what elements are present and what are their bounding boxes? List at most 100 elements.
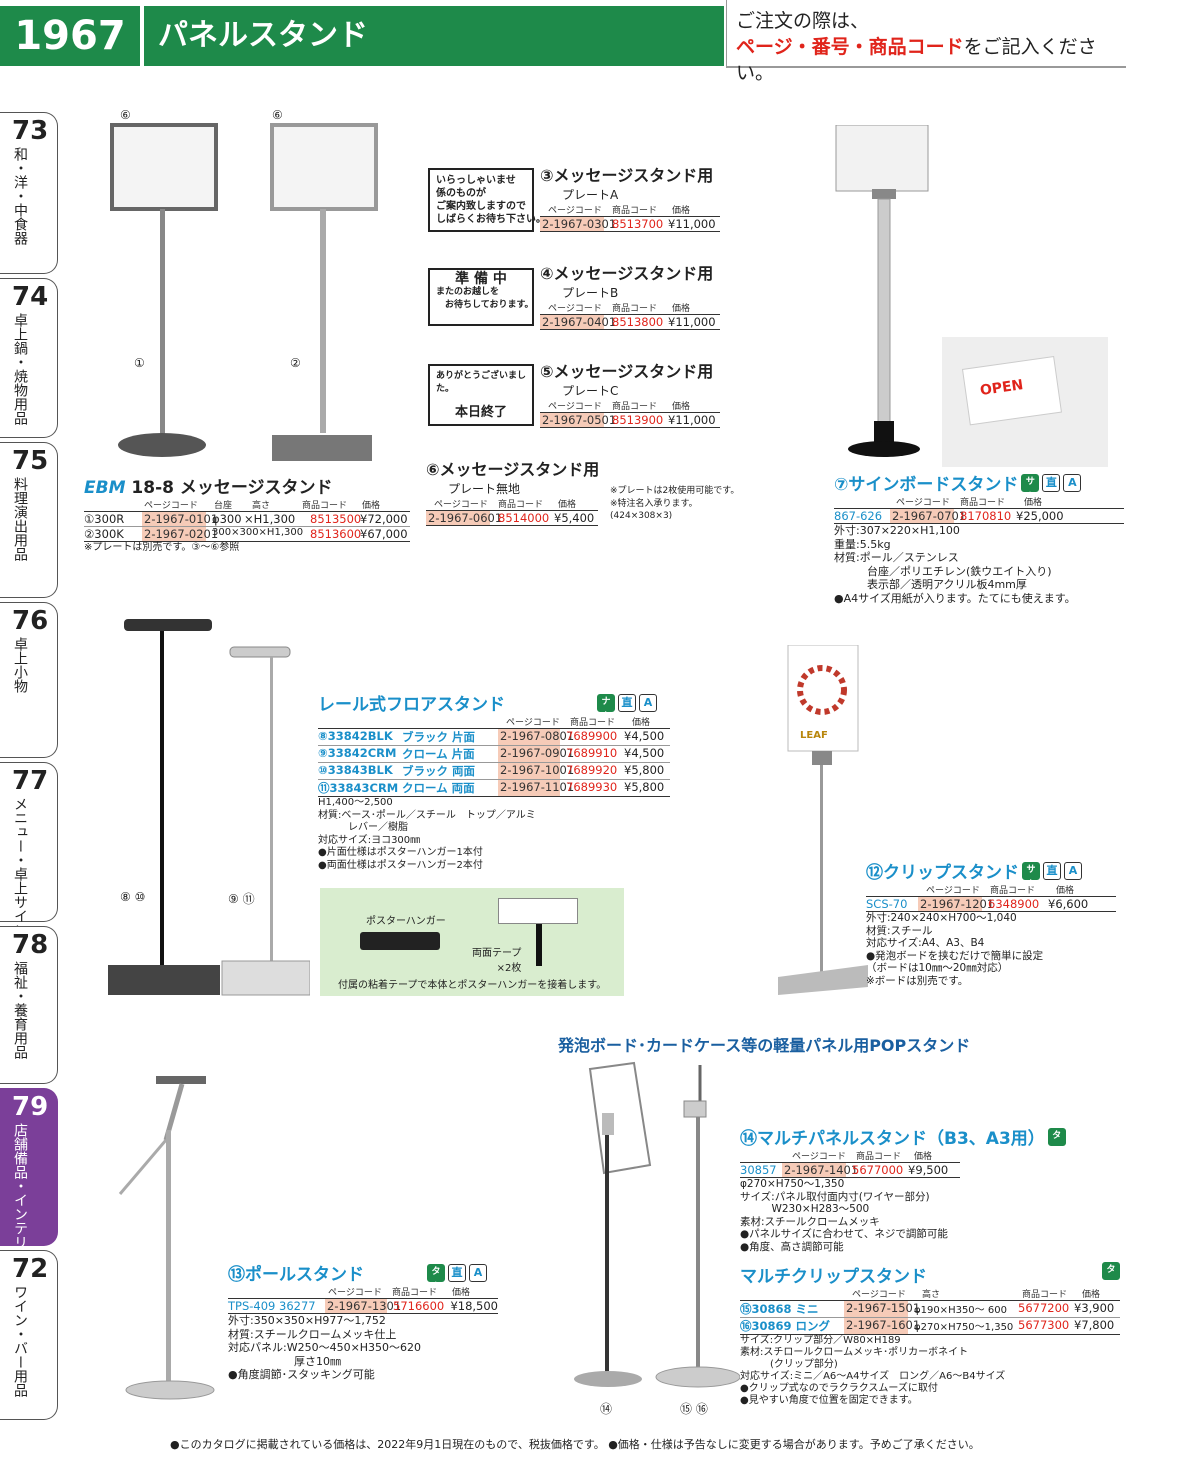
product-code: 5716600	[393, 1299, 445, 1313]
order-note-line2: ページ・番号・商品コードをご記入ください。	[736, 34, 1126, 86]
table-header: ページコード商品コード価格	[540, 203, 720, 217]
product-code: 5677000	[852, 1163, 904, 1177]
spec-text: H1,400～2,500 材質:ベース･ポール／スチール トップ／アルミ レバー…	[318, 797, 536, 871]
clip-stand-illustration	[778, 645, 868, 995]
product-title: ⑦サインボードスタンド	[834, 475, 1019, 495]
direct-ship-icon: 直	[448, 1263, 466, 1282]
spec-text: φ270×H750～1,350 サイズ:パネル取付面内寸(ワイヤー部分) W23…	[740, 1178, 948, 1253]
message-stand-illustration	[110, 123, 378, 461]
item-id: ⑧33842BLK	[318, 729, 393, 743]
page-code: 2-1967-1501	[844, 1301, 921, 1317]
price: ¥25,000	[1016, 509, 1064, 523]
multi-clip-title: マルチクリップスタンドタハ	[740, 1262, 1120, 1290]
item-id: 867-626	[834, 509, 883, 523]
maker-icon: サカ	[1022, 861, 1040, 890]
page-code: 2-1967-1001	[498, 763, 575, 779]
direct-ship-icon: 直	[1042, 473, 1061, 492]
plate-text: またのお越しを お待ちしております。	[436, 287, 534, 310]
tab-label: 卓上鍋・焼物用品	[12, 313, 28, 425]
tab-number: 73	[12, 116, 49, 146]
product-title: ⑤メッセージスタンド用	[540, 362, 714, 381]
item-number-1: ①	[134, 356, 145, 370]
page-code: 2-1967-0201	[142, 527, 219, 541]
hanger-label: ポスターハンガー	[366, 916, 446, 927]
header-divider	[726, 0, 727, 68]
leaf-label: LEAF	[800, 730, 828, 741]
product-title: 18-8 メッセージスタンド	[131, 478, 333, 498]
pop-section-heading: 発泡ボード･カードケース等の軽量パネル用POPスタンド	[558, 1036, 971, 1055]
hanger-image	[360, 932, 440, 950]
header-underline	[726, 66, 1126, 68]
price: ¥5,800	[624, 763, 665, 777]
price: ¥67,000	[360, 527, 408, 541]
col-header: 商品コード	[302, 501, 348, 511]
price: ¥4,500	[624, 729, 665, 743]
item-number-6b: ⑥	[272, 108, 283, 122]
product-code: 8513500	[310, 512, 362, 526]
multi-stand-illustration	[574, 1061, 740, 1388]
price: ¥3,900	[1074, 1301, 1115, 1315]
product-subtitle: プレートC	[562, 384, 619, 398]
price: ¥11,000	[668, 217, 716, 231]
item-id: ⑩33843BLK	[318, 763, 393, 777]
tab-label: 料理演出用品	[12, 477, 28, 561]
tab-number: 78	[12, 930, 49, 960]
maker-icon: サム	[1021, 473, 1040, 502]
name-print-icon: A	[1064, 861, 1082, 880]
tab-number: 79	[12, 1092, 49, 1122]
plate-blank-block: ⑥メッセージスタンド用 プレート無地 ページコード商品コード価格 2-1967-…	[426, 456, 746, 526]
col-header: ページコード	[144, 501, 198, 511]
maker-icon: ナカ	[597, 693, 615, 722]
page-code: 2-1967-0601	[426, 511, 503, 525]
tab-number: 72	[12, 1254, 49, 1284]
spec-text: 外寸:307×220×H1,100 重量:5.5kg 材質:ポール／ステンレス …	[834, 524, 1076, 605]
product-code: 6348900	[988, 897, 1040, 911]
height: ×H1,300	[244, 512, 296, 526]
product-code: 8170810	[960, 509, 1012, 523]
col-header: 高さ	[252, 501, 271, 511]
inset-caption: 付属の粘着テープで本体とポスターハンガーを接着します。	[338, 980, 607, 991]
product-subtitle: プレート無地	[448, 482, 521, 496]
item-id: ⑮30868 ミニ	[740, 1302, 819, 1316]
page-number: 1967	[0, 6, 140, 66]
plate-big-text: 準 備 中	[455, 271, 507, 287]
product-code: 8514000	[498, 511, 550, 525]
multi-title: ⑭マルチパネルスタンド（B3、A3用）タハ	[740, 1124, 1080, 1156]
plate-big-text: 本日終了	[454, 405, 507, 420]
product-code: 7689900	[566, 729, 618, 743]
note: ※プレートは別売です。③～⑥参照	[84, 542, 240, 553]
table-header: ページコード商品コード価格	[866, 883, 1116, 897]
product-code: 8513900	[612, 413, 664, 427]
page-code: 2-1967-1201	[918, 897, 995, 911]
product-title: ⑬ポールスタンド	[228, 1265, 364, 1285]
table-header: ページコード高さ商品コード価格	[740, 1287, 1120, 1301]
item-id: SCS-70	[866, 897, 908, 911]
tab-label: 店舗備品・インテリア	[12, 1123, 28, 1263]
table-row: ①300R 2-1967-0101 φ300 ×H1,300 8513500 ¥…	[84, 512, 410, 527]
price: ¥6,600	[1048, 897, 1089, 911]
base-size: φ300	[212, 512, 242, 526]
signboard-illustration	[835, 125, 1108, 467]
price: ¥5,400	[554, 511, 595, 525]
table-header: ページコード商品コード価格	[540, 301, 720, 315]
item-number-6a: ⑥	[120, 108, 131, 122]
page-code: 2-1967-0101	[142, 512, 219, 526]
product-code: 7689930	[566, 780, 618, 794]
product-title: ③メッセージスタンド用	[540, 166, 714, 185]
